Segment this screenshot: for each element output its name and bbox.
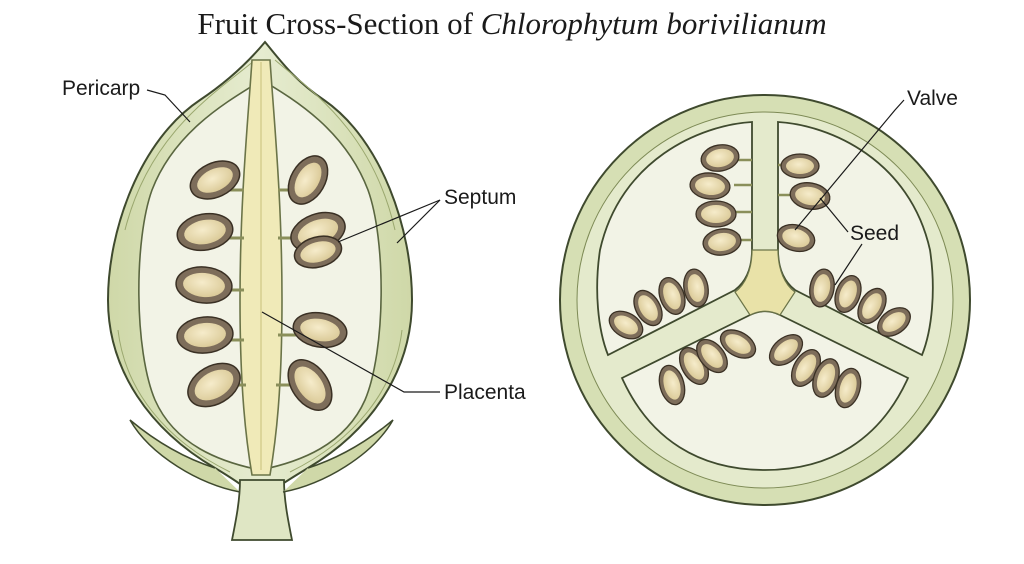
seed (776, 223, 816, 253)
seed (658, 364, 686, 406)
seed (633, 289, 663, 327)
seeds-cluster-left (608, 268, 709, 340)
seed (175, 266, 233, 304)
label-placenta: Placenta (444, 381, 526, 404)
seed (293, 235, 343, 269)
seed (702, 228, 742, 256)
seed (789, 182, 831, 210)
title-prefix: Fruit Cross-Section of (197, 6, 481, 41)
seed (812, 358, 840, 398)
seed (658, 277, 686, 315)
leader-seed-b (834, 243, 863, 286)
label-valve: Valve (907, 87, 958, 110)
seed (287, 155, 329, 205)
transverse-section (559, 94, 971, 506)
title-species: Chlorophytum borivilianum (480, 6, 827, 41)
leader-seed-a (819, 197, 849, 233)
label-pericarp: Pericarp (62, 77, 141, 100)
seed (292, 311, 348, 349)
seed (187, 362, 241, 408)
seeds-locule-bottom (658, 329, 862, 409)
leader-septum-b (396, 199, 441, 244)
seed (189, 160, 241, 200)
seed (683, 268, 709, 308)
seed (809, 268, 835, 308)
seed (695, 200, 737, 228)
seed (608, 310, 644, 340)
seed (176, 316, 234, 354)
label-seed: Seed (850, 222, 900, 245)
seeds-cluster-right (809, 268, 911, 337)
seed (696, 338, 728, 374)
seeds-locule-top-left (689, 144, 742, 256)
leader-septum-a (337, 199, 441, 243)
seed (176, 212, 234, 252)
leader-lines (146, 89, 905, 393)
seed (719, 329, 757, 359)
seeds-right (287, 155, 348, 411)
leader-pericarp (146, 89, 191, 123)
seed (857, 287, 887, 325)
seed (780, 153, 820, 179)
seed (834, 367, 862, 409)
seed (768, 334, 804, 366)
seed (877, 307, 911, 337)
label-septum: Septum (444, 186, 517, 209)
seed (287, 359, 333, 411)
seeds-left (175, 160, 241, 408)
page-title: Fruit Cross-Section of Chlorophytum bori… (0, 6, 1024, 42)
seed (689, 172, 731, 200)
leader-placenta (261, 311, 440, 393)
longitudinal-section (106, 40, 414, 541)
seed (700, 144, 740, 172)
central-septum (734, 249, 796, 316)
seed (834, 275, 862, 313)
stalk (230, 479, 294, 541)
leader-valve (794, 99, 905, 231)
seeds-locule-top-right (776, 153, 831, 253)
